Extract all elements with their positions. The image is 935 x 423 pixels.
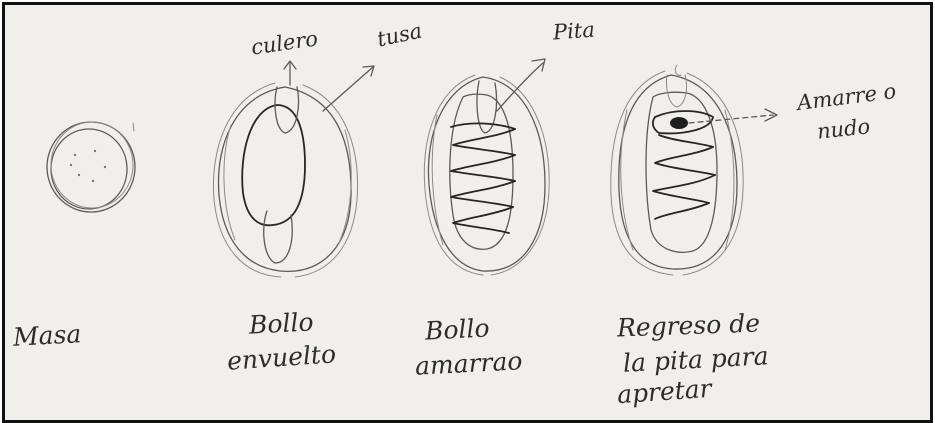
bollo-envuelto-caption-line1: Bollo [248, 309, 314, 337]
regreso-caption-line1: Regreso de [617, 311, 761, 341]
masa-drawing [47, 122, 135, 212]
bollo-amarrao-caption-line2: amarrao [414, 348, 523, 379]
regreso-caption-line3: apretar [616, 376, 712, 408]
bollo-amarrao-drawing [424, 59, 549, 275]
nudo-label: nudo [816, 116, 871, 142]
regreso-drawing [611, 65, 777, 275]
masa-caption: Masa [12, 321, 81, 350]
bollo-amarrao-caption-line1: Bollo [424, 315, 490, 343]
bollo-envuelto-drawing [213, 61, 374, 277]
pita-label: Pita [552, 20, 595, 44]
regreso-caption-line2: la pita para [622, 343, 769, 376]
bollo-envuelto-caption-line2: envuelto [226, 341, 336, 374]
